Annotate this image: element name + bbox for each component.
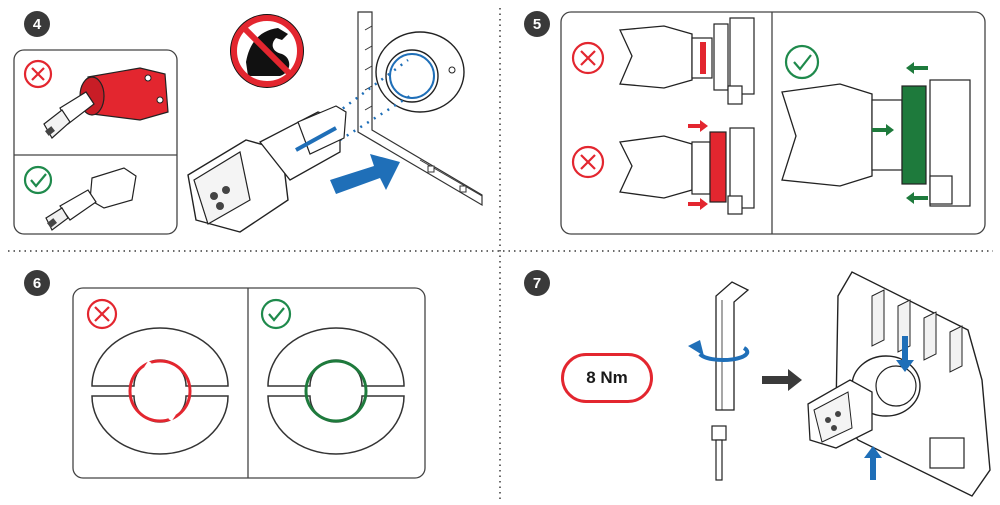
connector-correct	[45, 167, 137, 231]
rotate-arrow-icon	[688, 340, 750, 363]
step-5-panel	[560, 11, 986, 235]
step-7-panel	[688, 271, 991, 497]
step-number-6: 6	[24, 270, 50, 296]
push-arrow-icon	[330, 154, 400, 194]
connector-body	[187, 105, 347, 233]
cross-icon	[571, 41, 605, 75]
down-arrow-icon	[896, 336, 914, 372]
clamp-ring	[375, 31, 465, 113]
step-number-7: 7	[524, 270, 550, 296]
step-number-4: 4	[24, 11, 50, 37]
clamp-ring-misaligned	[91, 327, 229, 455]
clamp-ring-aligned	[267, 327, 405, 455]
check-icon	[784, 44, 820, 80]
cross-icon	[86, 298, 118, 330]
connector-overtight-wrong	[619, 120, 755, 215]
assembled-unit	[807, 271, 991, 497]
step-6-panel	[72, 287, 426, 479]
bolt	[711, 425, 727, 481]
right-arrow-icon	[762, 369, 802, 391]
connector-with-red-nut	[43, 67, 169, 139]
cross-icon	[571, 145, 605, 179]
torque-label: 8 Nm	[561, 353, 653, 403]
step-4-panel	[13, 11, 483, 235]
connector-correct-green	[781, 62, 971, 207]
connector-gap-wrong	[619, 17, 755, 105]
cross-icon	[23, 59, 53, 89]
step-number-5: 5	[524, 11, 550, 37]
mounting-wall	[357, 11, 483, 207]
hex-key	[715, 281, 750, 411]
alignment-guides	[329, 58, 411, 142]
check-icon	[23, 165, 53, 195]
no-force-icon	[230, 14, 304, 88]
check-icon	[260, 298, 292, 330]
up-arrow-icon	[864, 446, 882, 480]
